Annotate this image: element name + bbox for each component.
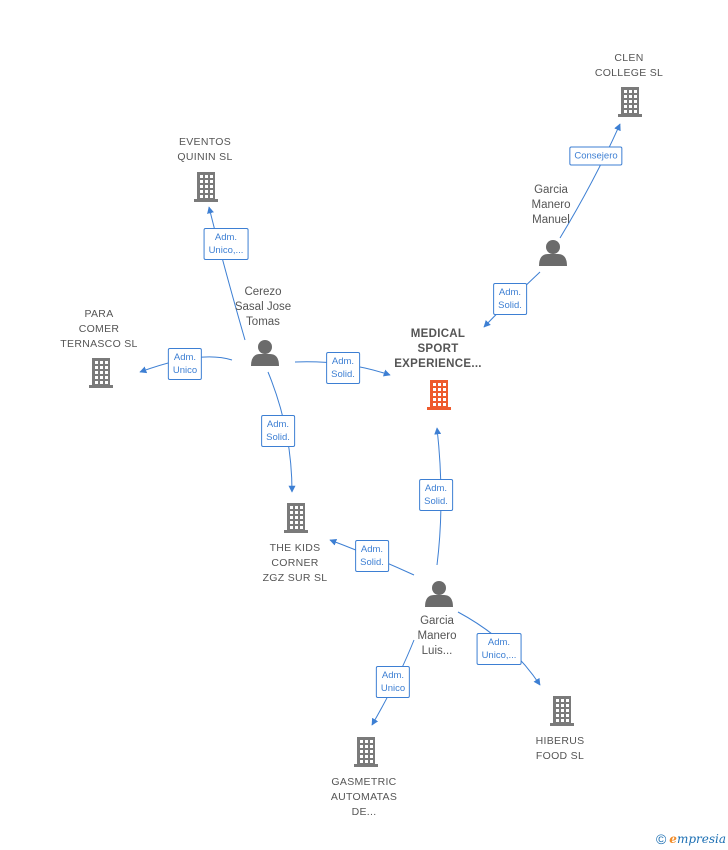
building-icon-para[interactable] <box>89 358 113 388</box>
node-label-garcia_manuel[interactable]: Garcia Manero Manuel <box>531 184 571 226</box>
edge-cerezo-to-eventos <box>207 206 246 341</box>
edge-label-cerezo-to-eventos[interactable]: Adm. Unico,... <box>203 228 249 260</box>
footer-brand[interactable]: © empresia <box>656 831 726 847</box>
person-icon-garcia_luis[interactable] <box>425 581 453 607</box>
edge-label-garcia_manuel-to-medical[interactable]: Adm. Solid. <box>493 283 527 315</box>
brand-logo: empresia <box>669 832 726 846</box>
node-label-garcia_luis[interactable]: Garcia Manero Luis... <box>417 615 457 657</box>
node-label-gasmetric[interactable]: GASMETRIC AUTOMATAS DE... <box>330 776 398 818</box>
node-label-para[interactable]: PARA COMER TERNASCO SL <box>60 308 138 350</box>
brand-name: mpresia <box>676 832 726 846</box>
edge-label-garcia_luis-to-medical[interactable]: Adm. Solid. <box>419 479 453 511</box>
edge-label-garcia_luis-to-hiberus[interactable]: Adm. Unico,... <box>476 633 522 665</box>
building-icon-gasmetric[interactable] <box>354 737 378 767</box>
person-icon-cerezo[interactable] <box>251 340 279 366</box>
node-label-eventos[interactable]: EVENTOS QUININ SL <box>177 136 233 163</box>
node-label-medical[interactable]: MEDICAL SPORT EXPERIENCE... <box>394 328 482 370</box>
node-label-hiberus[interactable]: HIBERUS FOOD SL <box>535 735 585 762</box>
edge-label-cerezo-to-medical[interactable]: Adm. Solid. <box>326 352 360 384</box>
building-icon-kids[interactable] <box>284 503 308 533</box>
node-label-clen[interactable]: CLEN COLLEGE SL <box>594 52 664 79</box>
building-icon-medical[interactable] <box>427 380 451 410</box>
node-label-cerezo[interactable]: Cerezo Sasal Jose Tomas <box>234 286 292 328</box>
person-icon-garcia_manuel[interactable] <box>539 240 567 266</box>
edge-label-cerezo-to-kids[interactable]: Adm. Solid. <box>261 415 295 447</box>
edge-label-garcia_luis-to-gasmetric[interactable]: Adm. Unico <box>375 666 411 698</box>
edge-label-cerezo-to-para[interactable]: Adm. Unico <box>167 348 203 380</box>
building-icon-hiberus[interactable] <box>550 696 574 726</box>
building-icon-clen[interactable] <box>618 87 642 117</box>
brand-initial: e <box>669 832 677 846</box>
edge-garcia_manuel-to-clen <box>559 123 621 239</box>
edge-label-garcia_luis-to-kids[interactable]: Adm. Solid. <box>355 540 389 572</box>
node-label-kids[interactable]: THE KIDS CORNER ZGZ SUR SL <box>262 542 328 584</box>
copyright-icon: © <box>655 831 667 847</box>
building-icon-eventos[interactable] <box>194 172 218 202</box>
edge-label-garcia_manuel-to-clen[interactable]: Consejero <box>569 146 623 166</box>
